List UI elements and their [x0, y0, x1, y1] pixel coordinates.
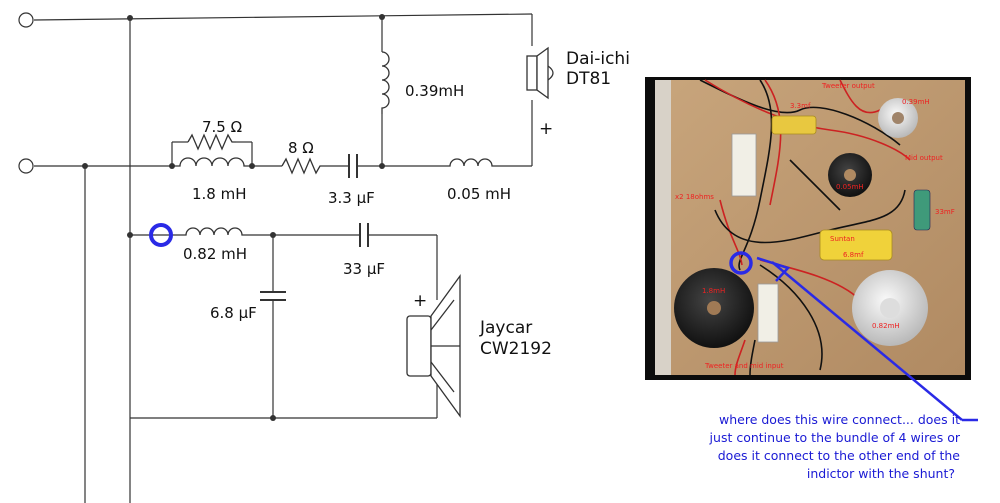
label-0-05-mh: 0.05 mH	[447, 185, 511, 203]
highlight-circle-photo	[729, 251, 753, 275]
inductor-0-05-symbol	[446, 158, 500, 167]
crossover-photo: Suntan Tweeter output Mid output x2 18oh…	[645, 77, 971, 380]
woofer-symbol	[406, 273, 461, 419]
woofer-polarity: +	[413, 291, 427, 311]
resistor-7-5-symbol	[187, 133, 236, 151]
photo-label-0-39mh: 0.39mH	[902, 98, 930, 106]
annotation-line-1: where does this wire connect... does it	[719, 412, 960, 427]
label-33-uf: 33 µF	[343, 260, 385, 278]
inductor-0-82-symbol	[182, 227, 244, 236]
capacitor-3-3-symbol	[348, 154, 358, 178]
schematic-wires	[33, 13, 533, 503]
annotation-arrow	[756, 256, 978, 422]
capacitor-33-symbol	[359, 223, 369, 247]
tweeter-model: DT81	[566, 69, 611, 89]
woofer-model: CW2192	[480, 339, 552, 359]
photo-label-3-3mf: 3.3mf	[790, 102, 811, 110]
photo-label-mid-output: Mid output	[905, 154, 943, 162]
photo-label-1-8mh: 1.8mH	[702, 287, 725, 295]
resistor-8-symbol	[281, 157, 323, 175]
annotation-line-4: indictor with the shunt?	[807, 466, 955, 481]
annotation-line-3: does it connect to the other end of the	[718, 448, 961, 463]
capacitor-6-8-symbol	[260, 291, 286, 301]
label-0-82-mh: 0.82 mH	[183, 245, 247, 263]
junction-dots	[82, 14, 385, 421]
label-7-5-ohm: 7.5 Ω	[202, 118, 242, 136]
photo-label-input: Tweeter and mid input	[704, 362, 784, 370]
woofer-name: Jaycar	[479, 318, 532, 338]
photo-label-0-82mh: 0.82mH	[872, 322, 900, 330]
label-0-39mh: 0.39mH	[405, 82, 464, 100]
inductor-039-symbol	[381, 51, 390, 114]
highlight-circle-schematic	[149, 223, 173, 247]
inductor-1-8-symbol	[172, 157, 252, 167]
input-terminal-bottom	[18, 158, 34, 174]
photo-label-0-05mh: 0.05mH	[836, 183, 864, 191]
photo-label-33mf: 33mF	[935, 208, 955, 216]
label-3-3-uf: 3.3 µF	[328, 189, 375, 207]
input-terminal-top	[18, 12, 34, 28]
photo-label-6-8mf: 6.8mf	[843, 251, 864, 259]
photo-label-resistors: x2 18ohms	[675, 193, 714, 201]
tweeter-symbol	[526, 46, 554, 100]
label-8-ohm: 8 Ω	[288, 139, 314, 157]
tweeter-polarity: +	[539, 119, 553, 139]
photo-label-tweeter-output: Tweeter output	[821, 82, 875, 90]
photo-cap-brand: Suntan	[830, 235, 855, 243]
label-1-8-mh: 1.8 mH	[192, 185, 247, 203]
label-6-8-uf: 6.8 µF	[210, 304, 257, 322]
annotation-line-2: just continue to the bundle of 4 wires o…	[709, 430, 961, 445]
annotation-text: where does this wire connect... does it …	[709, 412, 961, 481]
tweeter-name: Dai-ichi	[566, 49, 630, 69]
